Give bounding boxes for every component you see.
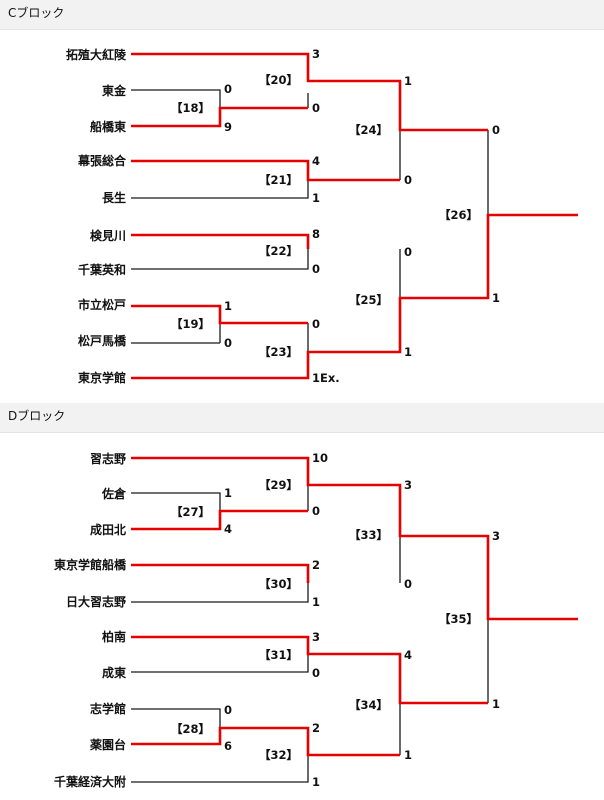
match-number: 【28】 [171, 722, 210, 736]
score: 1 [312, 595, 320, 609]
team-name: 拓殖大紅陵 [66, 47, 127, 62]
bracket-line [131, 180, 309, 199]
score: 4 [404, 648, 412, 662]
score: 10 [312, 451, 328, 465]
score: 2 [312, 721, 320, 735]
winner-path [131, 106, 308, 128]
bracket-line [131, 654, 309, 673]
score: 0 [224, 82, 232, 96]
team-name: 柏南 [102, 629, 126, 644]
score: 1 [404, 74, 412, 88]
match-number: 【18】 [171, 101, 210, 115]
match-number: 【24】 [349, 123, 388, 137]
match-number: 【34】 [349, 698, 388, 712]
score: 1 [312, 191, 320, 205]
match-number: 【31】 [259, 648, 298, 662]
match-number: 【23】 [259, 345, 298, 359]
score: 1 [492, 697, 500, 711]
score: 0 [312, 101, 320, 115]
winner-path [131, 456, 578, 621]
winner-path [131, 509, 308, 531]
match-number: 【20】 [259, 73, 298, 87]
block-d-title: Dブロック [8, 409, 66, 423]
winner-path [131, 304, 308, 325]
score: 1 [224, 299, 232, 313]
score: 9 [224, 120, 232, 134]
score: 0 [224, 703, 232, 717]
match-number: 【35】 [439, 612, 478, 626]
bracket-line [131, 755, 309, 783]
score: 0 [224, 336, 232, 350]
score: 1 [224, 486, 232, 500]
team-name: 幕張総合 [77, 153, 127, 168]
team-name: 長生 [102, 190, 126, 205]
match-number: 【33】 [349, 528, 388, 542]
winner-path [131, 233, 310, 249]
match-number: 【27】 [171, 505, 210, 519]
score: 3 [312, 630, 320, 644]
team-name: 習志野 [90, 451, 126, 466]
team-name: 検見川 [90, 228, 126, 243]
winner-path [131, 159, 400, 182]
winner-path [131, 213, 578, 380]
team-name: 成田北 [90, 522, 126, 537]
team-name: 千葉英和 [78, 262, 126, 277]
score: 1 [492, 291, 500, 305]
team-name: 船橋東 [90, 119, 126, 134]
team-name: 成東 [102, 665, 126, 680]
block-d-header: Dブロック [0, 403, 604, 433]
score: 0 [404, 245, 412, 259]
score: 4 [312, 154, 320, 168]
winner-path [131, 563, 310, 583]
match-number: 【26】 [439, 208, 478, 222]
score: 0 [312, 504, 320, 518]
team-name: 東京学館船橋 [54, 557, 127, 572]
score: 0 [312, 317, 320, 331]
team-name: 志学館 [90, 701, 126, 716]
score: 3 [404, 478, 412, 492]
score: 1 [404, 345, 412, 359]
score: 0 [492, 123, 500, 137]
match-number: 【32】 [259, 748, 298, 762]
match-number: 【25】 [349, 293, 388, 307]
winner-path [131, 52, 488, 132]
score: 3 [312, 47, 320, 61]
team-name: 日大習志野 [66, 594, 126, 609]
score: 0 [404, 577, 412, 591]
winner-path [131, 726, 400, 757]
score: 2 [312, 558, 320, 572]
team-name: 市立松戸 [78, 297, 126, 312]
bracket-line [131, 708, 221, 728]
score: 6 [224, 739, 232, 753]
score: 4 [224, 522, 232, 536]
match-number: 【21】 [259, 173, 298, 187]
team-name: 東金 [102, 83, 127, 98]
block-c-header: Cブロック [0, 0, 604, 30]
winner-path [131, 635, 488, 705]
score: 0 [312, 262, 320, 276]
team-name: 千葉経済大附 [54, 774, 126, 789]
bracket-line [131, 583, 309, 603]
match-number: 【29】 [259, 478, 298, 492]
score: 8 [312, 227, 320, 241]
bracket-line [131, 249, 309, 270]
block-d-bracket: 習志野 佐倉 成田北 東京学館船橋 日大習志野 柏南 成東 志学館 薬園台 千葉… [54, 451, 578, 789]
score: 0 [404, 173, 412, 187]
score: 1 [312, 775, 320, 789]
score: 1Ex. [312, 371, 340, 385]
match-number: 【30】 [259, 577, 298, 591]
bracket-line [131, 492, 221, 511]
score: 1 [404, 748, 412, 762]
match-number: 【22】 [259, 244, 298, 258]
team-name: 松戸馬橋 [78, 333, 127, 348]
block-c-bracket: 拓殖大紅陵 東金 船橋東 幕張総合 長生 検見川 千葉英和 市立松戸 松戸馬橋 … [66, 47, 578, 385]
match-number: 【19】 [171, 317, 210, 331]
team-name: 薬園台 [90, 737, 126, 752]
block-c-title: Cブロック [8, 6, 65, 20]
score: 3 [492, 529, 500, 543]
score: 0 [312, 666, 320, 680]
team-name: 東京学館 [78, 370, 126, 385]
team-name: 佐倉 [101, 486, 127, 501]
